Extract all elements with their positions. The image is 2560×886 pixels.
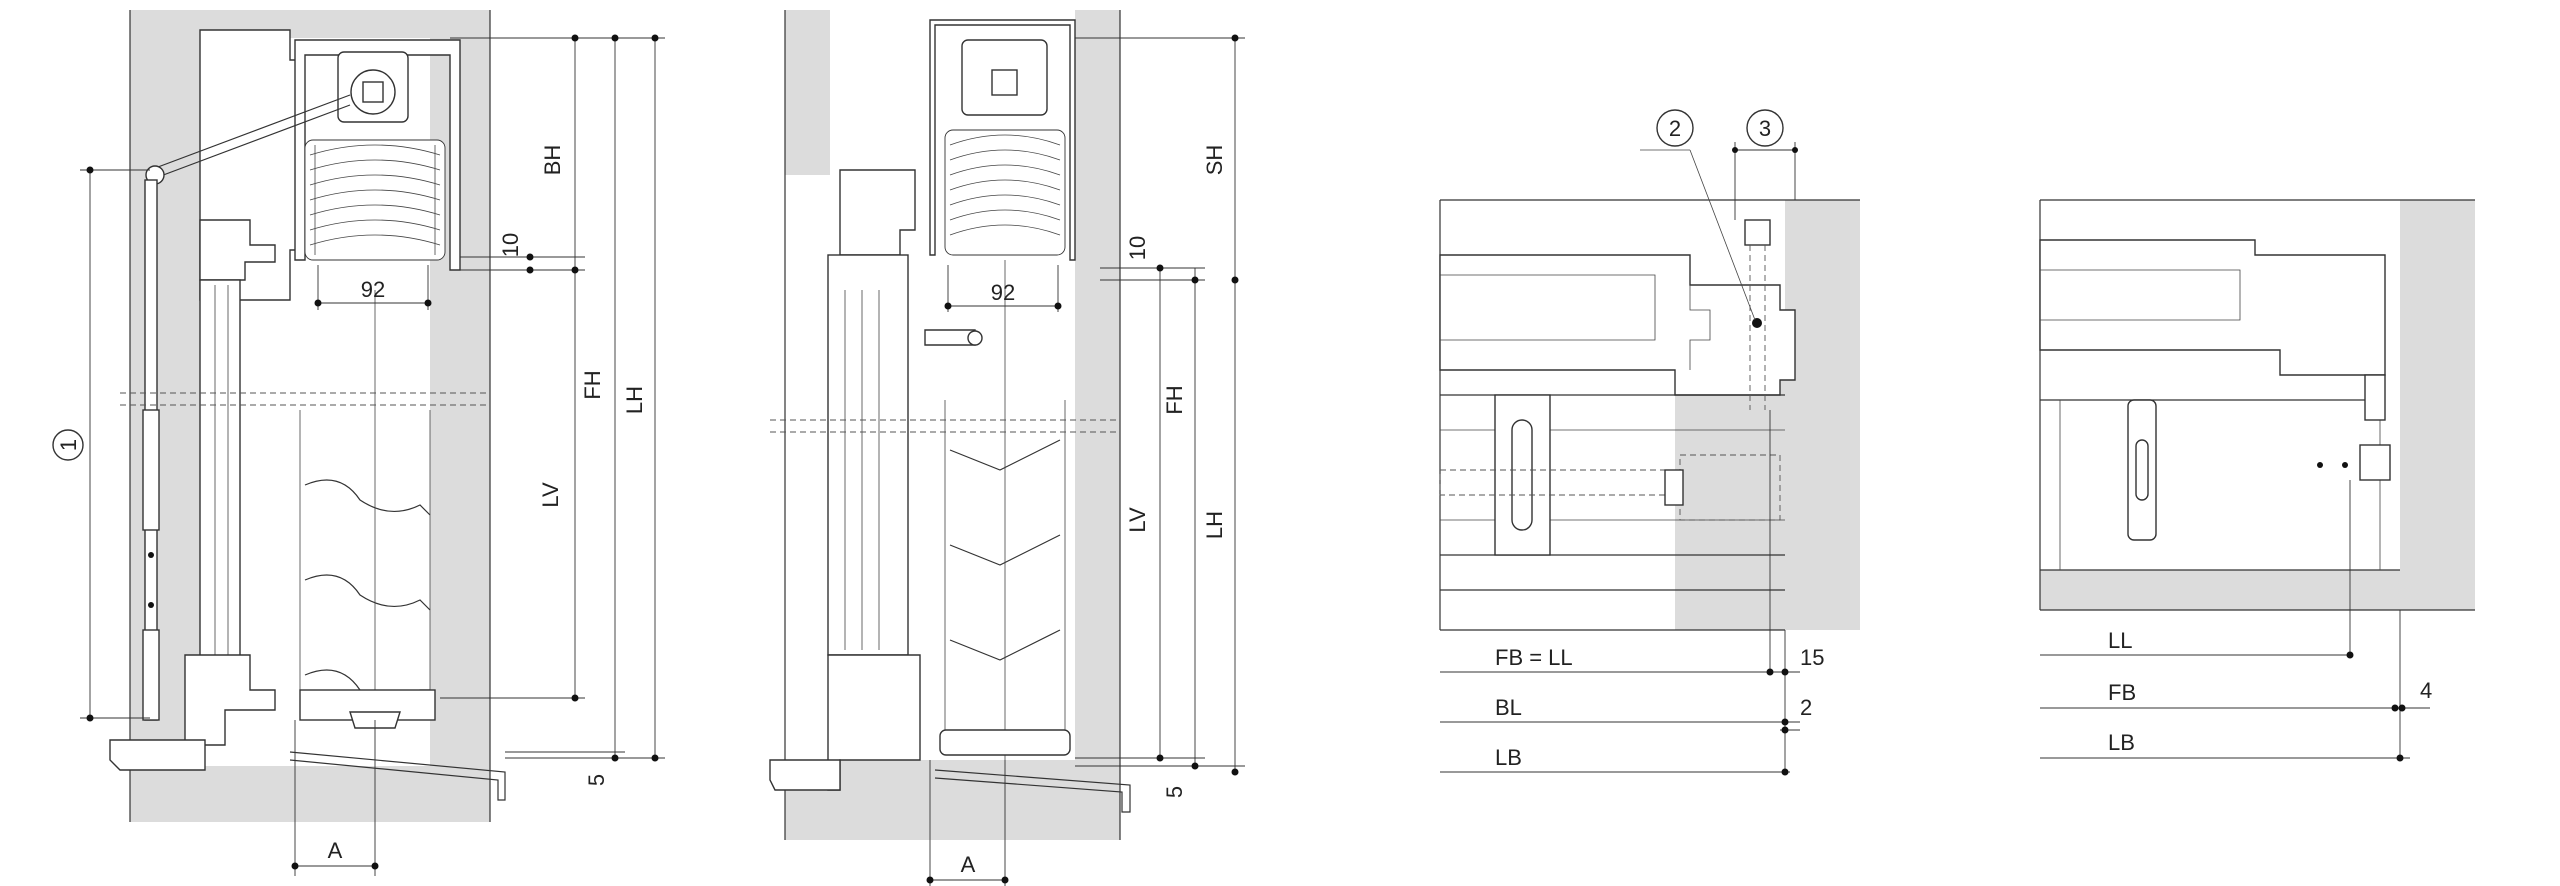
hanging-lamellae-2: [944, 260, 1066, 760]
dim-92-v1: 92: [361, 277, 385, 302]
dim-lh-v1: LH: [622, 386, 647, 414]
dim-bh: BH: [540, 145, 565, 176]
label-bl: BL: [1495, 695, 1522, 720]
dim-a-v2: A: [961, 852, 976, 877]
circle-label-1: 1: [56, 439, 81, 451]
label-ll: LL: [2108, 628, 2132, 653]
window-frame-2: [827, 169, 921, 791]
dim-4: 4: [2420, 678, 2432, 703]
dim-sh: SH: [1202, 145, 1227, 176]
dim-10-v1: 10: [498, 233, 523, 257]
dim-15: 15: [1800, 645, 1824, 670]
label-lb-v3: LB: [1495, 745, 1522, 770]
circle-label-2: 2: [1669, 116, 1681, 141]
dim-10-v2: 10: [1125, 236, 1150, 260]
hanging-lamellae: [299, 290, 431, 696]
label-fb-ll: FB = LL: [1495, 645, 1573, 670]
dim-lv-v1: LV: [538, 482, 563, 508]
dim-5-v2: 5: [1162, 786, 1187, 798]
dim-fh-v2: FH: [1162, 385, 1187, 414]
circle-label-3: 3: [1759, 116, 1771, 141]
dim-fh-v1: FH: [580, 370, 605, 399]
slat-package-2: [944, 129, 1066, 256]
dim-a-v1: A: [328, 838, 343, 863]
window-frame-left: [184, 219, 276, 746]
dim-2: 2: [1800, 695, 1812, 720]
view-2-section: SH 10 FH LH LV 5 92 A: [769, 10, 1245, 886]
label-fb: FB: [2108, 680, 2136, 705]
label-lb-v4: LB: [2108, 730, 2135, 755]
dim-92-v2: 92: [991, 280, 1015, 305]
slat-package: [304, 139, 446, 261]
view-3-plan: 2 3 FB = LL BL LB 15 2: [1439, 109, 1860, 776]
dim-lh-v2: LH: [1202, 511, 1227, 539]
dim-lv-v2: LV: [1125, 507, 1150, 533]
dim-5-v1: 5: [584, 774, 609, 786]
view-1-section: 1 BH 10 FH LH LV 5 92: [52, 10, 665, 876]
view-4-plan: LL FB LB 4: [2039, 199, 2475, 762]
